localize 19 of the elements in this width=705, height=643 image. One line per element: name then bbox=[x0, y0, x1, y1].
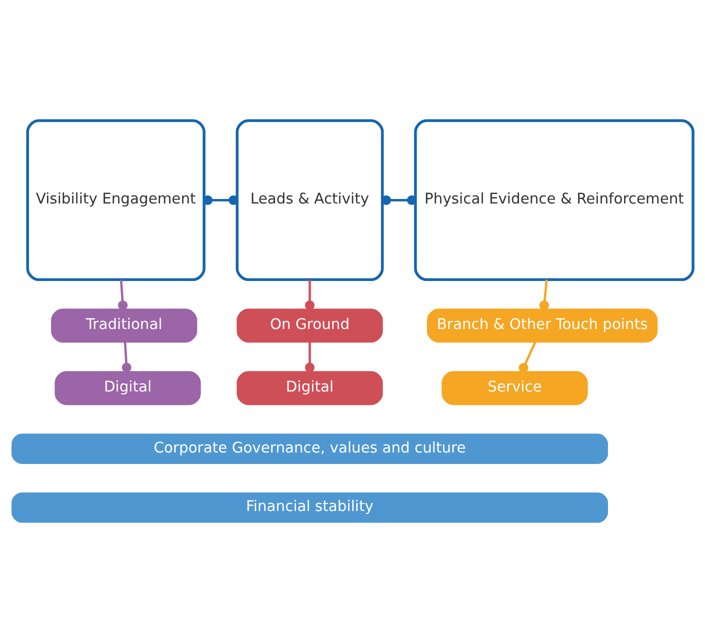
connector bbox=[122, 342, 132, 372]
node-box: Visibility Engagement bbox=[26, 119, 206, 282]
node-box: Corporate Governance, values and culture bbox=[12, 434, 608, 464]
node-box: Leads & Activity bbox=[236, 119, 384, 282]
node-box: Digital bbox=[236, 371, 383, 406]
connector bbox=[539, 280, 549, 310]
node-box: Physical Evidence & Reinforcement bbox=[414, 119, 694, 282]
connector bbox=[304, 342, 315, 372]
connector bbox=[304, 280, 315, 310]
connector bbox=[518, 342, 536, 373]
connector bbox=[381, 195, 417, 205]
connector bbox=[118, 280, 128, 310]
node-box: On Ground bbox=[236, 308, 383, 343]
node-box: Digital bbox=[54, 371, 201, 406]
node-box: Traditional bbox=[51, 308, 198, 343]
node-box: Service bbox=[442, 371, 588, 406]
connector bbox=[202, 195, 238, 205]
node-box: Branch & Other Touch points bbox=[426, 308, 658, 343]
node-box: Financial stability bbox=[12, 492, 608, 523]
